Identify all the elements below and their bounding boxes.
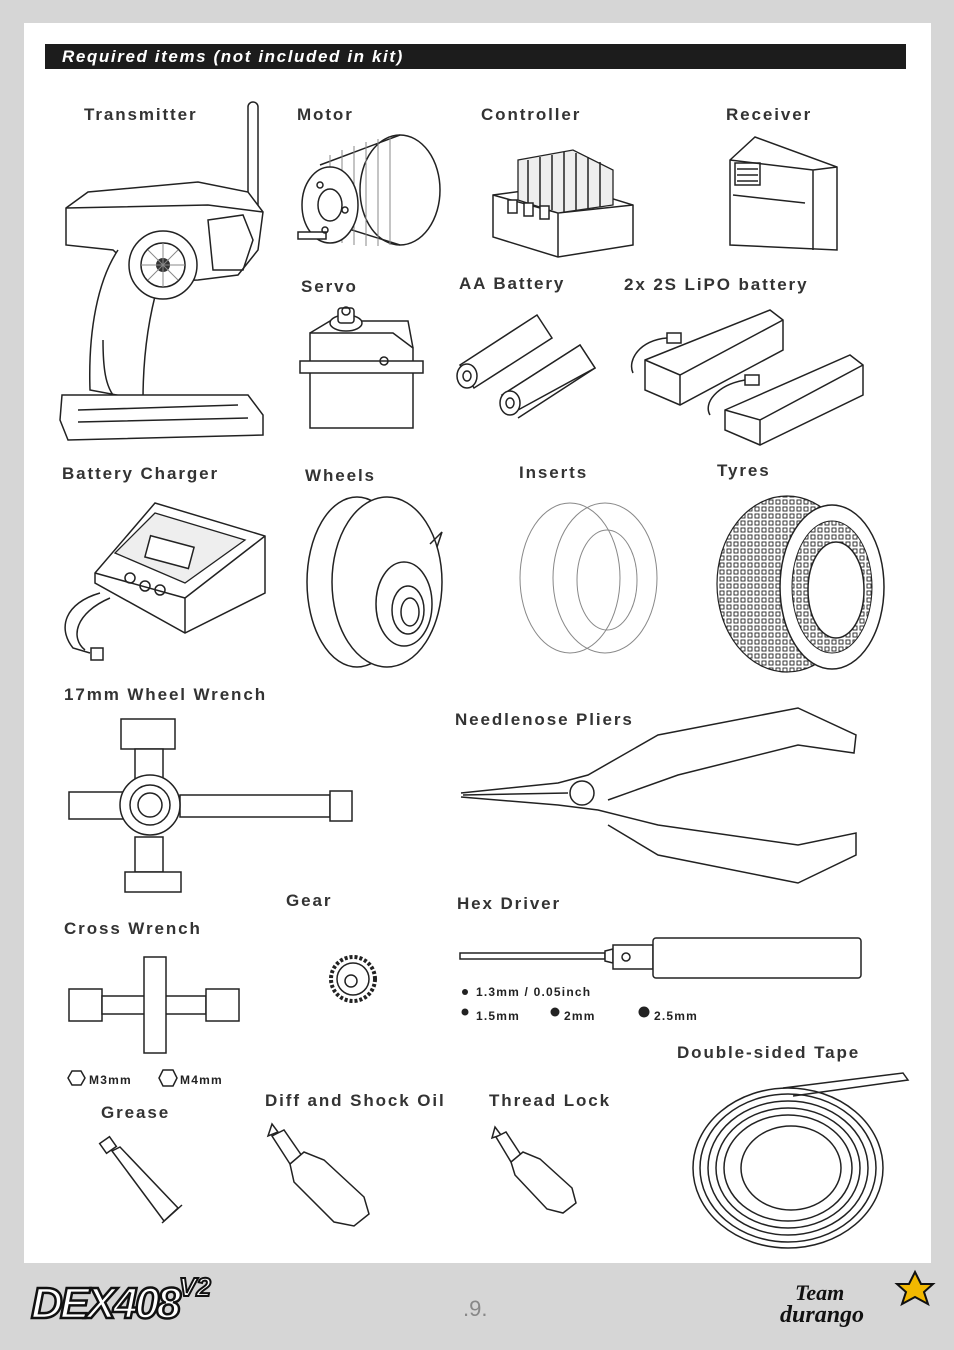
label-diff-shock-oil: Diff and Shock Oil: [265, 1091, 446, 1110]
section-header: Required items (not included in kit): [45, 44, 906, 69]
hex-driver-illustration: [459, 937, 862, 979]
hex-size-3: 2mm: [564, 1009, 596, 1023]
hex-size-dot-icon: [461, 989, 469, 1016]
transmitter-illustration: [59, 101, 264, 441]
page-number: .9.: [463, 1296, 488, 1321]
label-aa-battery: AA Battery: [459, 274, 566, 293]
hex-size-2: 1.5mm: [476, 1009, 521, 1023]
svg-text:DEX408: DEX408: [31, 1279, 182, 1328]
thread-lock-bottle-illustration: [490, 1125, 577, 1214]
label-cross-wrench: Cross Wrench: [64, 919, 202, 938]
wheel-wrench-illustration: [68, 718, 353, 893]
label-motor: Motor: [297, 105, 354, 124]
cross-wrench-size-1: M3mm: [89, 1073, 132, 1087]
label-grease: Grease: [101, 1103, 171, 1122]
oil-bottle-illustration: [266, 1122, 370, 1227]
pliers-illustration: [460, 707, 857, 884]
controller-illustration: [492, 149, 634, 258]
label-battery-charger: Battery Charger: [62, 464, 219, 483]
cross-wrench-size-2: M4mm: [180, 1073, 223, 1087]
label-hex-driver: Hex Driver: [457, 894, 562, 913]
battery-charger-illustration: [64, 502, 266, 661]
insert-illustration: [519, 502, 658, 654]
hex-size-dot-icon: [638, 1006, 650, 1018]
label-controller: Controller: [481, 105, 582, 124]
cross-wrench-illustration: [68, 956, 240, 1054]
hexagon-icon: [158, 1069, 178, 1087]
motor-illustration: [297, 134, 441, 246]
label-gear: Gear: [286, 891, 333, 910]
tyre-illustration: [716, 495, 885, 673]
tape-illustration: [692, 1072, 910, 1249]
label-double-sided-tape: Double-sided Tape: [677, 1043, 861, 1062]
label-servo: Servo: [301, 277, 358, 296]
label-receiver: Receiver: [726, 105, 813, 124]
hex-size-4: 2.5mm: [654, 1009, 699, 1023]
grease-tube-illustration: [98, 1135, 183, 1224]
servo-illustration: [299, 306, 424, 429]
product-logo: DEX408 V2: [30, 1271, 213, 1329]
svg-text:durango: durango: [780, 1302, 864, 1328]
hex-size-dot-icon: [550, 1007, 560, 1017]
receiver-illustration: [729, 136, 838, 251]
lipo-battery-illustration: [630, 309, 864, 446]
hexagon-icon: [67, 1070, 86, 1086]
section-title: Required items (not included in kit): [62, 47, 404, 66]
wheel-illustration: [306, 496, 443, 668]
svg-text:Team: Team: [795, 1280, 844, 1305]
gear-illustration: [329, 955, 377, 1003]
label-transmitter: Transmitter: [84, 105, 198, 124]
label-needlenose-pliers: Needlenose Pliers: [455, 710, 634, 729]
hex-size-1: 1.3mm / 0.05inch: [476, 985, 592, 999]
label-thread-lock: Thread Lock: [489, 1091, 611, 1110]
label-inserts: Inserts: [519, 463, 589, 482]
label-wheels: Wheels: [305, 466, 376, 485]
label-lipo-battery: 2x 2S LiPO battery: [624, 275, 809, 294]
aa-battery-illustration: [456, 313, 597, 419]
label-tyres: Tyres: [717, 461, 771, 480]
label-wheel-wrench: 17mm Wheel Wrench: [64, 685, 267, 704]
brand-logo: Team durango: [780, 1269, 936, 1328]
svg-text:V2: V2: [179, 1272, 211, 1302]
